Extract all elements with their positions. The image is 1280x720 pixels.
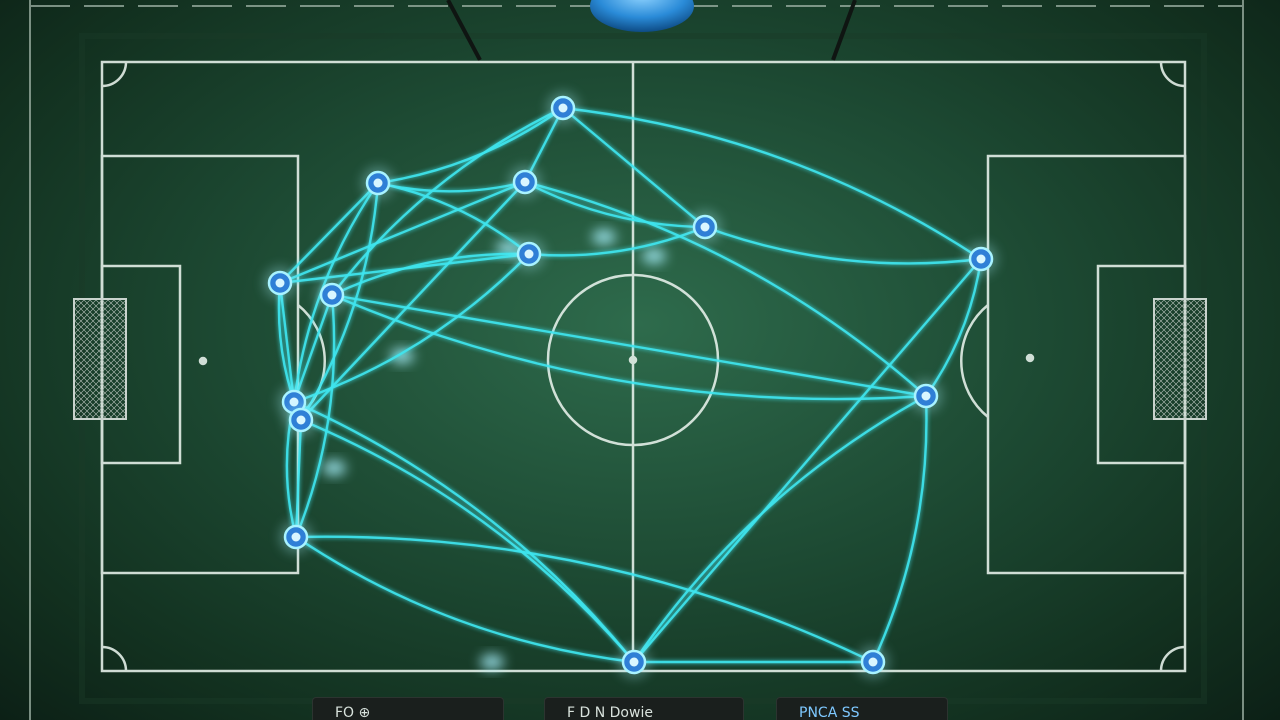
left-penalty-area <box>100 154 300 575</box>
pass-link <box>524 180 706 229</box>
pass-link <box>331 293 927 398</box>
pass-link <box>633 258 982 663</box>
pass-link <box>295 536 635 664</box>
player-node[interactable] <box>965 243 997 275</box>
pass-link <box>299 182 380 421</box>
left-penalty-spot <box>198 356 208 366</box>
corner-arc-br <box>1159 645 1186 672</box>
pass-link <box>871 395 928 663</box>
right-penalty-spot <box>1025 353 1035 363</box>
glow-spots <box>322 229 666 670</box>
pass-link <box>292 294 334 403</box>
pass-link <box>377 107 564 185</box>
pass-link <box>293 253 530 404</box>
field-markings <box>100 60 1187 673</box>
corner-arc-tr <box>1159 61 1186 88</box>
glow-spot <box>322 460 346 476</box>
glow-spot <box>480 654 504 670</box>
pass-links <box>277 106 983 664</box>
glow-spot <box>390 348 414 364</box>
pass-link <box>331 252 530 297</box>
pass-link <box>524 180 927 397</box>
pass-link <box>528 225 706 257</box>
right-goal <box>1153 298 1207 420</box>
bottom-tag-left[interactable]: FO ⊕ <box>312 697 504 720</box>
pass-link <box>562 107 706 228</box>
pass-link <box>300 418 635 663</box>
player-node[interactable] <box>513 238 545 270</box>
corner-arc-tl <box>101 61 128 88</box>
player-node[interactable] <box>280 521 312 553</box>
ball-icon <box>590 0 694 32</box>
player-node[interactable] <box>910 380 942 412</box>
player-node[interactable] <box>689 211 721 243</box>
player-node[interactable] <box>362 167 394 199</box>
pass-link <box>295 535 874 664</box>
player-node[interactable] <box>547 92 579 124</box>
player-nodes <box>264 92 997 678</box>
pass-link <box>293 400 635 663</box>
pass-link <box>331 106 564 296</box>
pass-link <box>562 106 982 261</box>
player-node[interactable] <box>285 404 317 436</box>
player-node[interactable] <box>316 279 348 311</box>
camera-rig <box>446 0 857 61</box>
bottom-tag-center[interactable]: F D N Dowie <box>544 697 744 720</box>
pass-link <box>331 293 927 401</box>
glow-spot <box>642 248 666 264</box>
player-node[interactable] <box>264 267 296 299</box>
left-goal <box>73 298 127 420</box>
player-node[interactable] <box>857 646 889 678</box>
player-node[interactable] <box>618 646 650 678</box>
pass-link <box>279 180 526 285</box>
pass-link <box>704 225 982 265</box>
bottom-tag-right[interactable]: PNCA SS <box>776 697 948 720</box>
glow-spot <box>592 229 616 245</box>
corner-arc-bl <box>101 645 128 672</box>
touchline <box>100 60 1187 673</box>
pass-link <box>633 394 927 663</box>
player-node[interactable] <box>509 166 541 198</box>
right-penalty-arc <box>960 304 989 418</box>
pass-link <box>925 258 983 397</box>
centre-spot <box>628 355 638 365</box>
